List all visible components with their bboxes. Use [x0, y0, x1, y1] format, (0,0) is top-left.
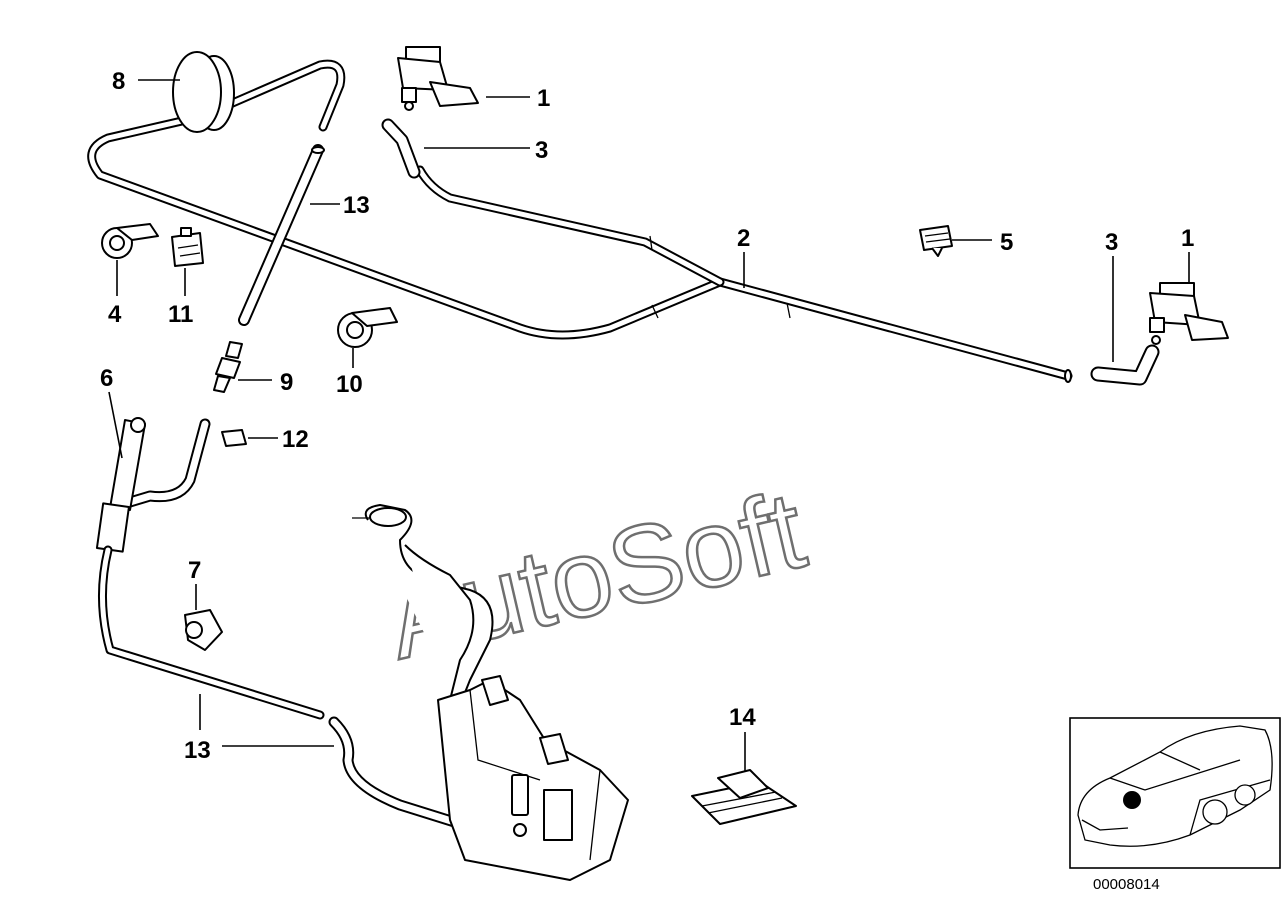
hose-loop-top: [200, 59, 346, 132]
callout-2: 2: [737, 225, 750, 252]
callout-4: 4: [108, 301, 122, 328]
part-7-clip: [184, 609, 223, 651]
part-11-junction: [171, 227, 204, 267]
callout-14: 14: [729, 704, 756, 731]
callout-3-upper: 3: [535, 137, 548, 164]
part-13-hose-upper: [238, 144, 325, 326]
part-12-ring: [221, 429, 247, 447]
part-5-connector: [919, 225, 953, 257]
callout-numbers: 8 1 3 13 2 5 3 1 4 11 6 9 10 12 7 13 14: [100, 68, 1194, 764]
part-3-elbow-right: [1090, 344, 1160, 386]
part-8-check-valve: [172, 51, 235, 133]
callout-8: 8: [112, 68, 125, 95]
part-14-clip: [691, 769, 797, 825]
callout-3-right: 3: [1105, 229, 1118, 256]
callout-6: 6: [100, 365, 113, 392]
callout-13-upper: 13: [343, 192, 370, 219]
washer-reservoir: [352, 504, 629, 881]
leader-lines: [108, 79, 1190, 772]
part-13-hose-lower: [328, 716, 486, 836]
part-9-connector: [213, 341, 243, 393]
car-locator-inset: [1069, 717, 1281, 869]
callout-1-right: 1: [1181, 225, 1194, 252]
reference-number: 00008014: [1093, 876, 1160, 893]
callout-11: 11: [168, 301, 193, 328]
main-hose: [87, 113, 1073, 383]
part-1-washer-pump-upper: [397, 46, 479, 111]
part-10-clip: [337, 307, 398, 348]
callout-10: 10: [336, 371, 363, 398]
part-4-clip: [101, 223, 159, 259]
callout-9: 9: [280, 369, 293, 396]
part-6-nozzle: [95, 417, 325, 720]
callout-5: 5: [1000, 229, 1013, 256]
callout-13-lower: 13: [184, 737, 211, 764]
callout-12: 12: [282, 426, 309, 453]
callout-1-upper: 1: [537, 85, 550, 112]
part-1-washer-pump-right: [1149, 282, 1229, 345]
location-marker: [1123, 791, 1141, 809]
part-3-elbow-upper: [381, 118, 421, 179]
callout-7: 7: [188, 557, 201, 584]
